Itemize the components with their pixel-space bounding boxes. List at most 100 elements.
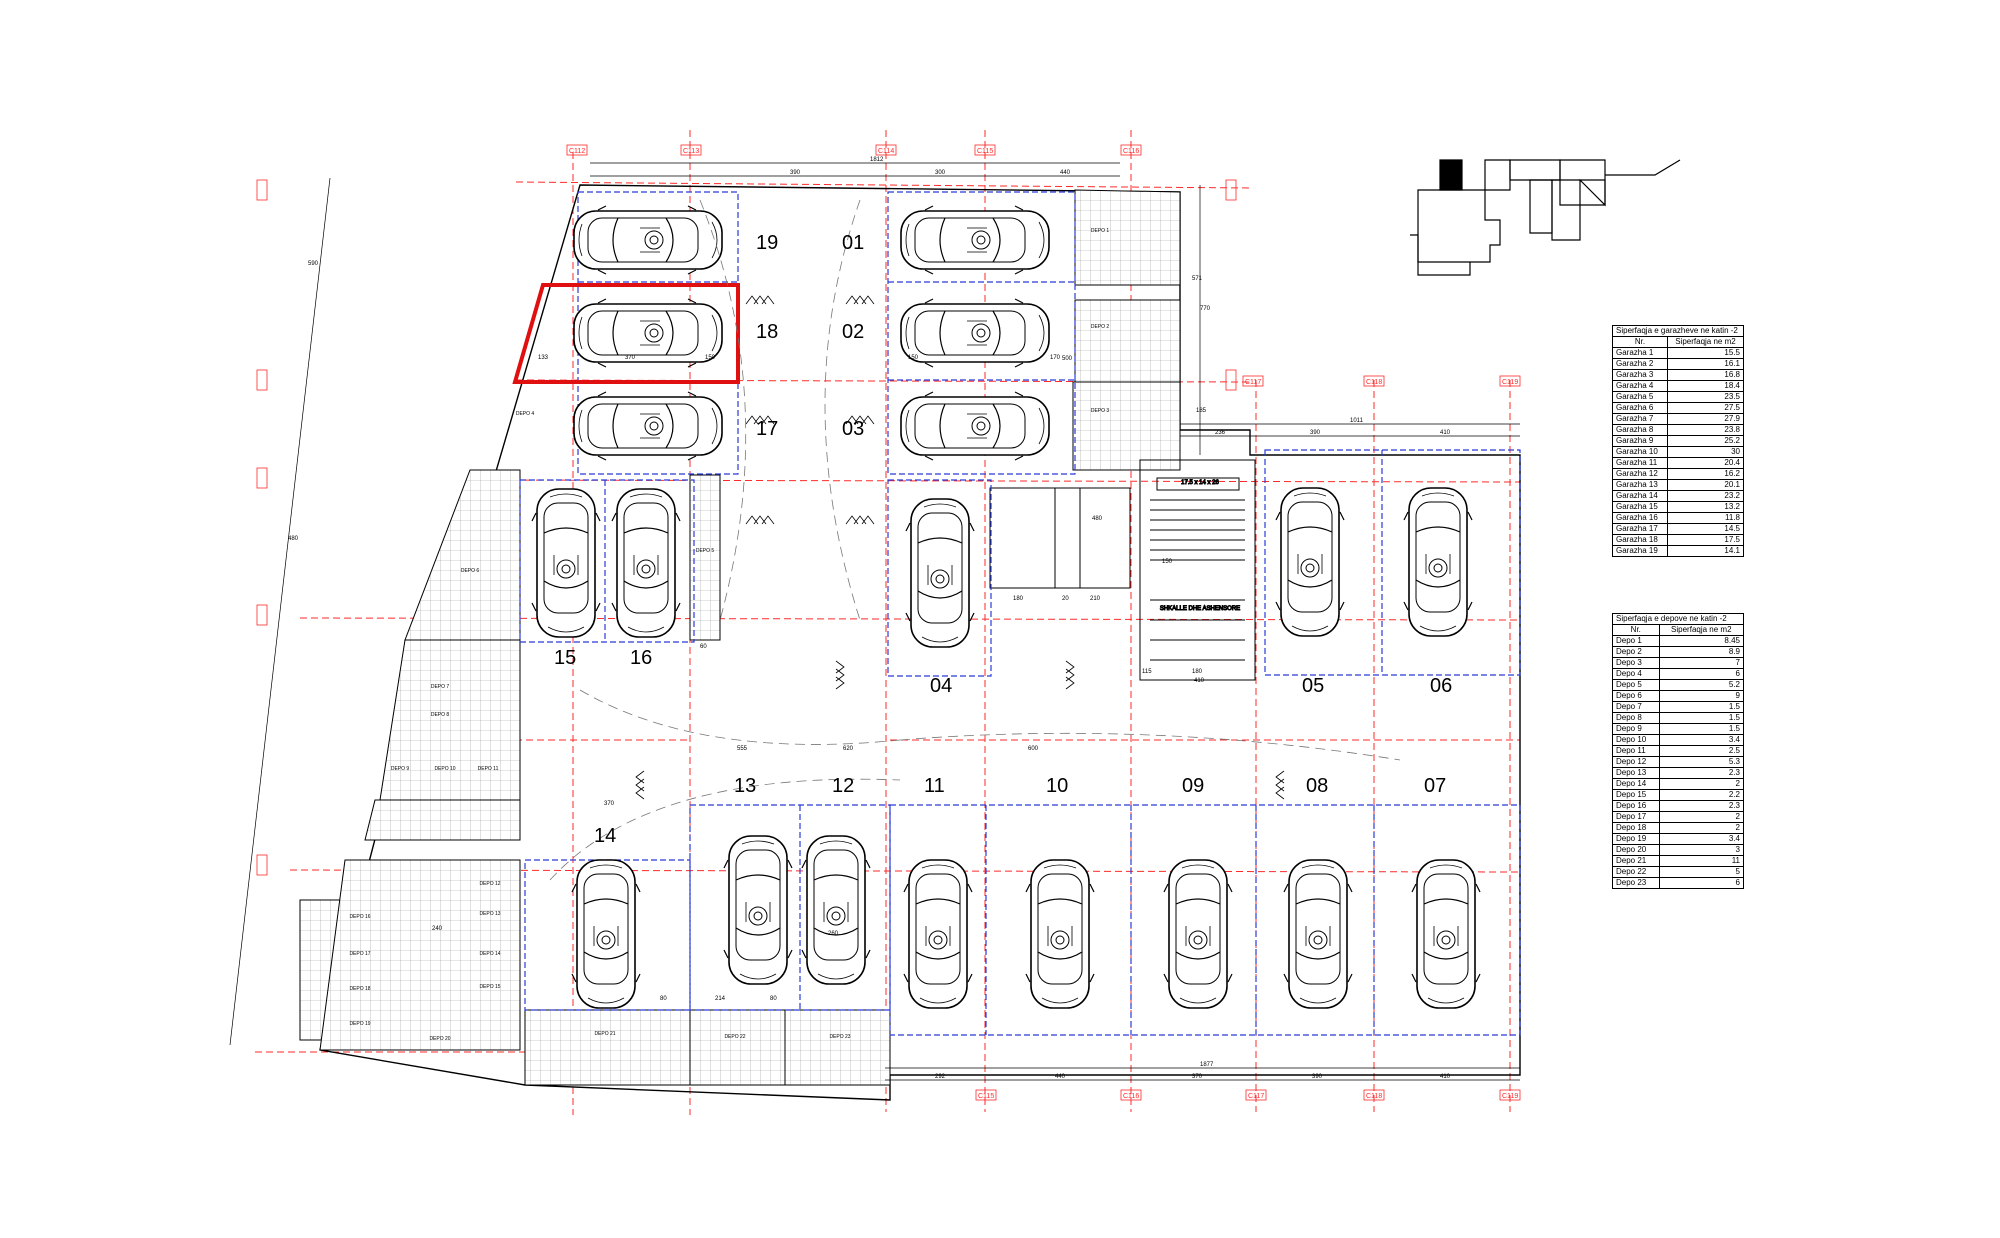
table-cell-area: 25.2 (1666, 435, 1745, 447)
space-13: 13 (734, 775, 756, 797)
svg-text:590: 590 (308, 261, 319, 267)
svg-text:DEPO 8: DEPO 8 (431, 712, 450, 718)
space-17: 17 (756, 418, 778, 440)
table-cell-name: Garazha 4 (1612, 380, 1668, 392)
table-cell-name: Depo 18 (1612, 822, 1660, 834)
table-cell-name: Garazha 2 (1612, 358, 1668, 370)
svg-text:DEPO 4: DEPO 4 (516, 411, 535, 417)
space-08: 08 (1306, 775, 1328, 797)
svg-text:170: 170 (1050, 355, 1061, 361)
table-cell-area: 11.8 (1666, 512, 1745, 524)
svg-text:390: 390 (1310, 430, 1321, 436)
table-cell-name: Depo 8 (1612, 712, 1660, 724)
parked-cars (531, 205, 1481, 1009)
table-cell-area: 11 (1658, 855, 1745, 867)
svg-text:185: 185 (1196, 408, 1207, 414)
svg-text:571: 571 (1192, 276, 1203, 282)
svg-text:DEPO 17: DEPO 17 (349, 951, 370, 957)
table-cell-area: 1.5 (1658, 712, 1745, 724)
svg-text:150: 150 (1162, 559, 1173, 565)
stair-note: 17.5 x 14 x 26 (1181, 480, 1219, 486)
stair-elevator-core: 17.5 x 14 x 26 SHKALLE DHE ASHENSORE (989, 459, 1256, 681)
table-cell-name: Garazha 7 (1612, 413, 1668, 425)
svg-text:C116: C116 (1123, 148, 1139, 155)
space-19: 19 (756, 232, 778, 254)
table-cell-area: 2.3 (1658, 767, 1745, 779)
table-cell-area: 15.5 (1666, 347, 1745, 359)
garage-area-table: Siperfaqja e garazheve ne katin -2 Nr. S… (1612, 325, 1745, 557)
table-cell-name: Depo 13 (1612, 767, 1660, 779)
table-cell-name: Depo 2 (1612, 646, 1660, 658)
svg-text:DEPO 23: DEPO 23 (829, 1034, 850, 1040)
table-cell-name: Garazha 17 (1612, 523, 1668, 535)
svg-text:DEPO 11: DEPO 11 (478, 766, 499, 772)
table-cell-name: Depo 4 (1612, 668, 1660, 680)
table-cell-name: Garazha 1 (1612, 347, 1668, 359)
storage-areas (299, 189, 1181, 1086)
table-cell-name: Depo 15 (1612, 789, 1660, 801)
table-cell-area: 20.4 (1666, 457, 1745, 469)
table-cell-name: Garazha 14 (1612, 490, 1668, 502)
space-09: 09 (1182, 775, 1204, 797)
table-header: Siperfaqja ne m2 (1666, 336, 1745, 348)
table-cell-name: Garazha 3 (1612, 369, 1668, 381)
svg-text:370: 370 (604, 801, 615, 807)
table-cell-name: Depo 1 (1612, 635, 1660, 647)
key-plan (1410, 159, 1681, 276)
svg-text:600: 600 (1028, 746, 1039, 752)
svg-text:C115: C115 (978, 1093, 994, 1100)
svg-text:DEPO 12: DEPO 12 (479, 881, 500, 887)
svg-text:150: 150 (705, 355, 716, 361)
table-cell-area: 5.3 (1658, 756, 1745, 768)
svg-text:DEPO 13: DEPO 13 (479, 911, 500, 917)
space-06: 06 (1430, 675, 1452, 697)
table-cell-area: 23.8 (1666, 424, 1745, 436)
svg-text:620: 620 (843, 746, 854, 752)
table-cell-area: 14.1 (1666, 545, 1745, 557)
svg-text:DEPO 18: DEPO 18 (349, 986, 370, 992)
table-cell-area: 1.5 (1658, 723, 1745, 735)
table-cell-name: Garazha 16 (1612, 512, 1668, 524)
table-cell-area: 3.4 (1658, 734, 1745, 746)
table-cell-area: 27.9 (1666, 413, 1745, 425)
depot-labels: DEPO 1 DEPO 2 DEPO 3 DEPO 4 DEPO 5 DEPO … (349, 228, 1109, 1042)
depot-table-title: Siperfaqja e depove ne katin -2 (1612, 613, 1744, 624)
svg-text:80: 80 (770, 996, 777, 1002)
svg-text:20: 20 (1062, 596, 1069, 602)
svg-text:C116: C116 (1123, 1093, 1139, 1100)
table-cell-area: 9 (1658, 690, 1745, 702)
building-outline (319, 184, 1521, 1101)
dimension-values: 1812 390 300 440 1877 292 440 370 390 41… (288, 157, 1451, 1080)
svg-text:150: 150 (908, 355, 919, 361)
table-cell-name: Garazha 13 (1612, 479, 1668, 491)
table-cell-name: Garazha 19 (1612, 545, 1668, 557)
svg-text:DEPO 5: DEPO 5 (696, 548, 715, 554)
table-cell-area: 7 (1658, 657, 1745, 669)
svg-text:DEPO 16: DEPO 16 (349, 914, 370, 920)
svg-text:214: 214 (715, 996, 726, 1002)
table-cell-area: 23.2 (1666, 490, 1745, 502)
svg-text:133: 133 (538, 355, 549, 361)
svg-text:410: 410 (1194, 678, 1205, 684)
svg-text:DEPO 14: DEPO 14 (479, 951, 500, 957)
space-03: 03 (842, 418, 864, 440)
